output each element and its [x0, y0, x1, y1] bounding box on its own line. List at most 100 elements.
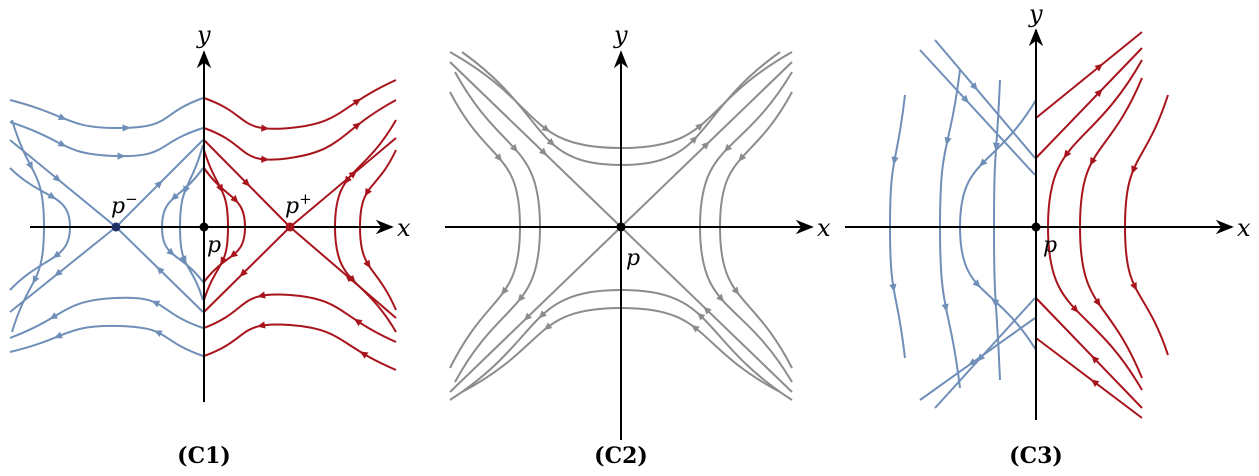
c1-blue-trajectory [9, 324, 204, 357]
c1-red-trajectory-arrow [216, 183, 223, 193]
c3-blue-trajectory [919, 317, 1036, 401]
c1-blue-trajectory-arrow [47, 191, 57, 200]
c1-blue-separatrix-arrow [54, 268, 63, 277]
c1-blue-trajectory-arrow [166, 247, 175, 256]
c1-point-p-plus [285, 222, 295, 232]
c2-trajectory-arrow [723, 143, 733, 153]
c1-red-trajectory-arrow [261, 124, 270, 132]
c2-x-axis-label: x [817, 214, 831, 242]
c1-blue-trajectory-arrow [170, 192, 180, 201]
c2-trajectory-arrow [731, 286, 740, 296]
c1-red-separatrix-arrow [241, 178, 251, 187]
c3-point-p [1031, 222, 1041, 232]
c2-trajectory-arrow [543, 322, 553, 331]
c3-blue-trajectory-arrow [979, 158, 988, 167]
c1-blue-trajectory [9, 296, 204, 339]
c2-separatrix [449, 226, 622, 393]
c1-point-p-minus-label: p− [111, 190, 138, 219]
c1-red-trajectory-arrow [220, 256, 228, 266]
c1-blue-trajectory-arrow [183, 185, 190, 195]
c1-trajectories [9, 79, 397, 371]
panel-c2: x y p (C2) [445, 21, 831, 469]
c1-red-separatrix [289, 226, 397, 319]
c3-blue-trajectory-arrow [991, 299, 1000, 308]
c3-red-trajectory [1035, 337, 1143, 419]
c1-blue-trajectory [9, 97, 204, 130]
c2-trajectory-arrow [738, 153, 747, 162]
c1-red-trajectory [358, 149, 397, 311]
c1-blue-trajectory-arrow [54, 331, 63, 339]
c2-separatrix-arrow [538, 147, 548, 156]
c3-x-axis-label: x [1237, 214, 1251, 242]
c2-trajectory-arrow [538, 310, 547, 319]
c1-blue-trajectory-arrow [122, 124, 131, 132]
c3-y-axis-label: y [1028, 0, 1043, 28]
c3-red-trajectory-arrow [1090, 379, 1100, 388]
c3-trajectories [888, 31, 1169, 419]
c1-blue-trajectory-arrow [153, 330, 163, 338]
panel-c3: x y p (C3) [845, 0, 1251, 469]
c1-red-trajectory-arrow [353, 318, 363, 327]
c2-separatrix-arrow [523, 312, 533, 321]
c3-blue-trajectory-arrow [968, 358, 977, 366]
c1-red-trajectory-arrow [257, 321, 266, 329]
c3-blue-trajectory-arrow [992, 142, 1001, 151]
c2-separatrix-arrow [701, 141, 710, 150]
c2-trajectory-arrow [541, 124, 551, 132]
c1-red-trajectory-arrow [352, 98, 362, 107]
c1-x-axis-label: x [397, 214, 411, 242]
c3-blue-trajectory-arrow [941, 303, 949, 312]
c1-red-separatrix [203, 226, 291, 313]
c2-y-axis-label: y [613, 21, 628, 49]
c3-red-trajectory-arrow [1131, 165, 1139, 175]
c2-panel-label: (C2) [594, 443, 648, 469]
c1-red-trajectory [203, 79, 397, 130]
c3-red-trajectory [1123, 94, 1169, 356]
c3-blue-trajectory [992, 79, 1001, 381]
c3-red-trajectory-arrow [1089, 157, 1097, 166]
c2-separatrix [449, 61, 622, 228]
c1-blue-separatrix [9, 226, 117, 313]
c1-blue-trajectory-arrow [49, 312, 59, 320]
c2-trajectory-arrow [695, 122, 704, 131]
c3-red-trajectory-arrow [1130, 281, 1137, 291]
c2-trajectory-arrow [691, 324, 700, 333]
c3-blue-trajectory-arrow [891, 156, 899, 165]
c1-point-p-plus-label: p+ [285, 190, 312, 219]
c3-red-trajectory-arrow [1063, 149, 1072, 159]
c2-trajectory-arrow [689, 135, 698, 144]
c2-point-p [616, 222, 626, 232]
c1-blue-trajectory-arrow [52, 250, 62, 259]
c1-blue-trajectory [9, 121, 204, 158]
c2-trajectory-arrow [546, 138, 556, 147]
c3-red-trajectory-arrow [1094, 88, 1103, 98]
c2-trajectory-arrow [696, 312, 706, 321]
c3-panel-label: (C3) [1009, 443, 1063, 469]
c1-red-trajectory-arrow [230, 195, 239, 204]
c1-blue-trajectory-arrow [26, 161, 33, 170]
c3-red-trajectory [1035, 297, 1143, 409]
c1-blue-trajectory-arrow [151, 300, 161, 308]
c1-red-trajectory-arrow [347, 275, 356, 284]
c1-red-separatrix-arrow [239, 268, 248, 277]
c1-red-separatrix-arrow [344, 274, 354, 283]
c1-blue-trajectory-arrow [179, 255, 187, 264]
c3-red-trajectory-arrow [1093, 297, 1101, 307]
c1-red-trajectory-arrow [364, 187, 372, 197]
c1-red-trajectory [203, 167, 247, 283]
c1-blue-separatrix-arrow [52, 174, 62, 182]
c1-blue-trajectory-arrow [117, 152, 126, 160]
c1-red-trajectory [203, 99, 397, 161]
c2-trajectory-arrow [509, 143, 518, 153]
c3-blue-trajectory [919, 49, 1036, 176]
c2-trajectory-arrow [517, 293, 526, 303]
c2-separatrix-arrow [703, 306, 712, 315]
c1-red-trajectory-arrow [344, 175, 352, 185]
c1-blue-trajectory-arrow [57, 139, 67, 147]
c1-point-p-label: p [207, 233, 221, 258]
c3-blue-trajectory-arrow [889, 283, 897, 293]
c3-red-trajectory-arrow [1070, 304, 1079, 313]
c1-point-p [199, 222, 209, 232]
c3-blue-trajectory-arrow [969, 82, 978, 91]
